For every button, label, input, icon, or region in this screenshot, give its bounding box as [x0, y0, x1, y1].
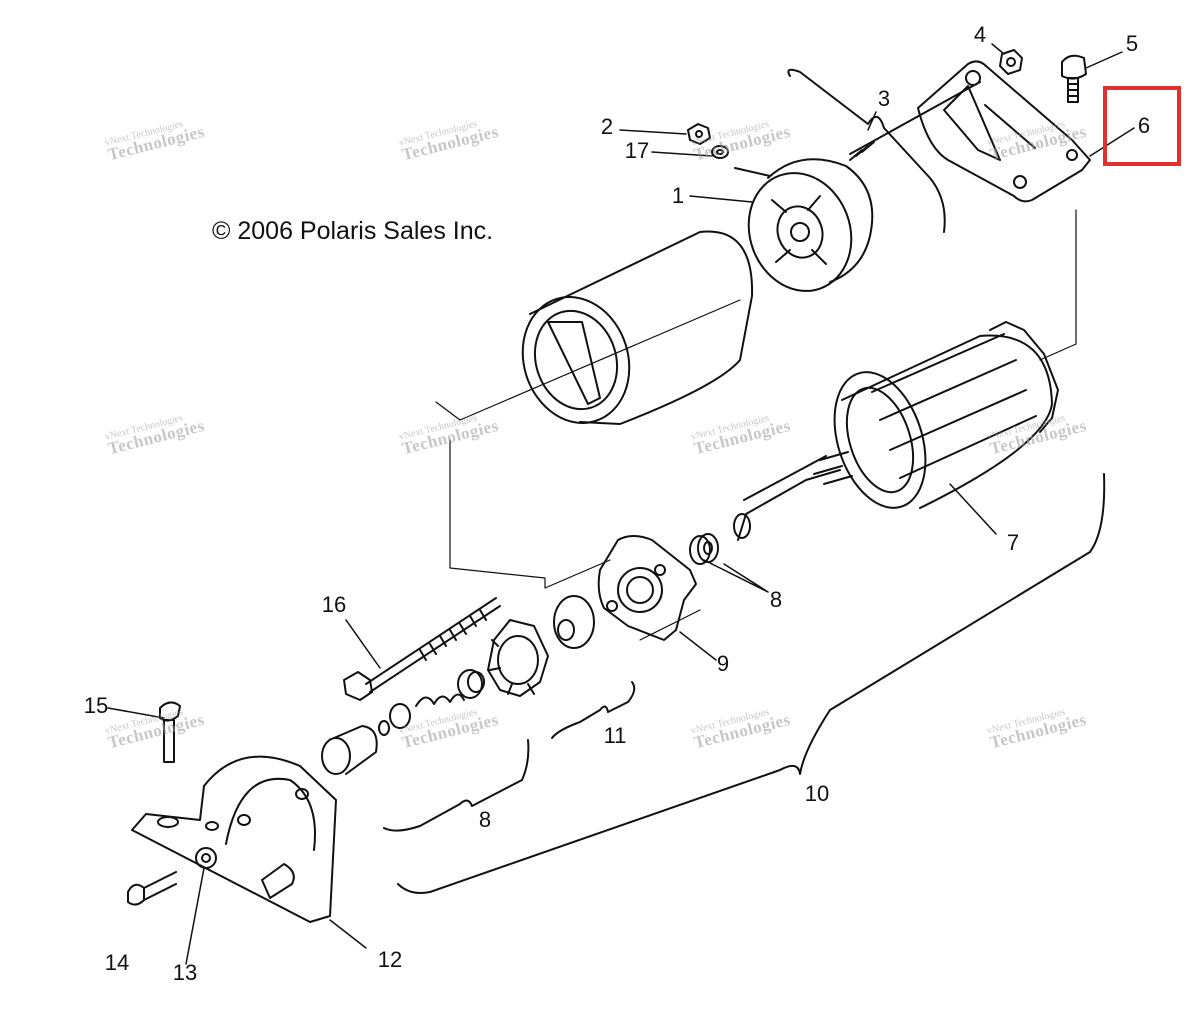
part-14-screw — [127, 871, 177, 906]
copyright-text: © 2006 Polaris Sales Inc. — [212, 217, 494, 245]
callout-8-lower[interactable]: 8 — [478, 807, 492, 832]
callout-2[interactable]: 2 — [600, 114, 614, 139]
part-7-armature — [733, 321, 1059, 541]
callout-8-upper[interactable]: 8 — [769, 587, 783, 612]
part-8-spring-washers-lower — [378, 669, 485, 736]
callout-14[interactable]: 14 — [104, 950, 130, 975]
callout-6[interactable]: 6 — [1137, 113, 1151, 138]
leader-lines — [107, 43, 1135, 965]
part-3-group-bracket — [787, 68, 946, 233]
callout-15[interactable]: 15 — [83, 693, 109, 718]
part-1-end-cap — [747, 158, 874, 292]
callout-3[interactable]: 3 — [877, 86, 891, 111]
callout-1[interactable]: 1 — [671, 183, 685, 208]
part-3-stud — [849, 81, 981, 161]
part-13-lock-washer — [195, 847, 217, 869]
part-9-drive-end-plate — [597, 535, 697, 641]
part-12-drive-bracket — [131, 755, 337, 923]
part-11-pinion-assembly — [487, 595, 595, 697]
callout-5[interactable]: 5 — [1125, 31, 1139, 56]
part-4-nut — [999, 49, 1023, 75]
part-17-washer — [711, 145, 729, 159]
part-6-mounting-bracket — [917, 60, 1091, 203]
highlight-box-callout-6 — [1103, 86, 1181, 166]
callout-16[interactable]: 16 — [321, 592, 347, 617]
part-16-through-bolt — [343, 597, 501, 701]
callout-4[interactable]: 4 — [973, 22, 987, 47]
part-5-bolt — [1061, 54, 1087, 103]
callout-11[interactable]: 11 — [603, 723, 627, 748]
part-15-bolt — [159, 701, 181, 763]
callout-12[interactable]: 12 — [377, 947, 403, 972]
assembly-guideline — [435, 209, 1077, 641]
callout-17[interactable]: 17 — [624, 138, 650, 163]
callout-7[interactable]: 7 — [1006, 530, 1020, 555]
callout-10[interactable]: 10 — [804, 781, 830, 806]
brace-8-lower — [383, 739, 530, 832]
bushing — [321, 725, 378, 775]
brace-10 — [397, 473, 1106, 894]
callout-13[interactable]: 13 — [172, 960, 198, 985]
callout-9[interactable]: 9 — [716, 651, 730, 676]
brace-11 — [551, 681, 636, 739]
screw-shaft-part-1 — [734, 167, 771, 177]
motor-housing-cylinder — [521, 230, 754, 425]
part-2-nut — [687, 123, 711, 145]
